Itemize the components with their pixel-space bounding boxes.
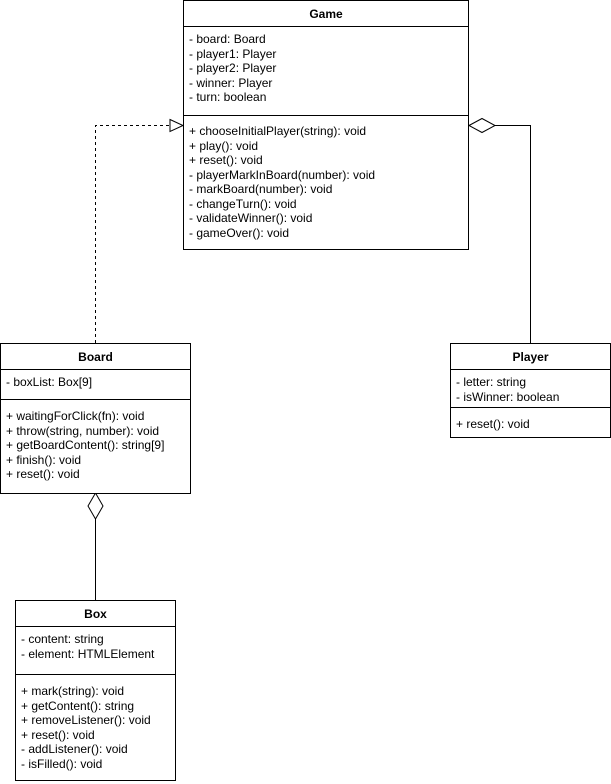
attribute: - player2: Player: [189, 61, 277, 75]
operation: - validateWinner(): void: [189, 211, 313, 225]
attribute: - isWinner: boolean: [456, 389, 560, 404]
class-board-operations: + waitingForClick(fn): void + throw(stri…: [1, 400, 190, 482]
operation: + getBoardContent(): string[9]: [6, 438, 165, 452]
board-game-realization-line: [95, 125, 170, 343]
realization-arrowhead: [169, 118, 185, 133]
class-board[interactable]: Board - boxList: Box[9] + waitingForClic…: [0, 343, 191, 494]
operation: + mark(string): void: [21, 684, 125, 698]
attribute: - winner: Player: [189, 75, 273, 90]
operation: + play(): void: [189, 138, 259, 153]
class-board-attributes: - boxList: Box[9]: [1, 370, 190, 400]
operation: + reset(): void: [189, 153, 263, 167]
operation: - playerMarkInBoard(number): void: [189, 167, 376, 182]
class-box-name: Box: [16, 601, 175, 627]
class-player[interactable]: Player - letter: string - isWinner: bool…: [450, 343, 611, 438]
class-box-operations: + mark(string): void + getContent(): str…: [16, 675, 175, 771]
class-player-attributes: - letter: string - isWinner: boolean: [451, 370, 610, 408]
box-board-aggregation-diamond: [87, 491, 104, 521]
player-game-aggregation-diamond: [467, 117, 497, 134]
attribute: - turn: boolean: [189, 90, 267, 104]
class-player-name: Player: [451, 344, 610, 370]
operation: + finish(): void: [6, 452, 82, 467]
attribute: - content: string: [21, 632, 104, 646]
class-game-name: Game: [184, 1, 468, 27]
operation: + reset(): void: [6, 467, 80, 481]
player-game-aggregation-line: [495, 125, 531, 343]
class-game-operations: + chooseInitialPlayer(string): void + pl…: [184, 116, 468, 240]
attribute: - board: Board: [189, 32, 266, 46]
attribute: - letter: string: [456, 375, 527, 389]
operation: + getContent(): string: [21, 698, 135, 713]
class-game-attributes: - board: Board - player1: Player - playe…: [184, 27, 468, 116]
operation: + removeListener(): void: [21, 713, 151, 727]
operation: - markBoard(number): void: [189, 182, 333, 196]
attribute: - boxList: Box[9]: [6, 375, 93, 389]
attribute: - player1: Player: [189, 46, 277, 61]
class-board-name: Board: [1, 344, 190, 370]
operation: - gameOver(): void: [189, 225, 290, 240]
operation: + waitingForClick(fn): void: [6, 409, 145, 423]
operation: + throw(string, number): void: [6, 423, 160, 438]
operation: + reset(): void: [456, 417, 530, 431]
operation: - isFilled(): void: [21, 756, 103, 771]
operation: + chooseInitialPlayer(string): void: [189, 124, 367, 138]
class-game[interactable]: Game - board: Board - player1: Player - …: [183, 0, 469, 250]
operation: - addListener(): void: [21, 742, 128, 756]
class-box[interactable]: Box - content: string - element: HTMLEle…: [15, 600, 176, 781]
attribute: - element: HTMLElement: [21, 646, 155, 661]
operation: + reset(): void: [21, 727, 95, 742]
class-box-attributes: - content: string - element: HTMLElement: [16, 627, 175, 675]
operation: - changeTurn(): void: [189, 196, 297, 211]
class-player-operations: + reset(): void: [451, 408, 610, 432]
